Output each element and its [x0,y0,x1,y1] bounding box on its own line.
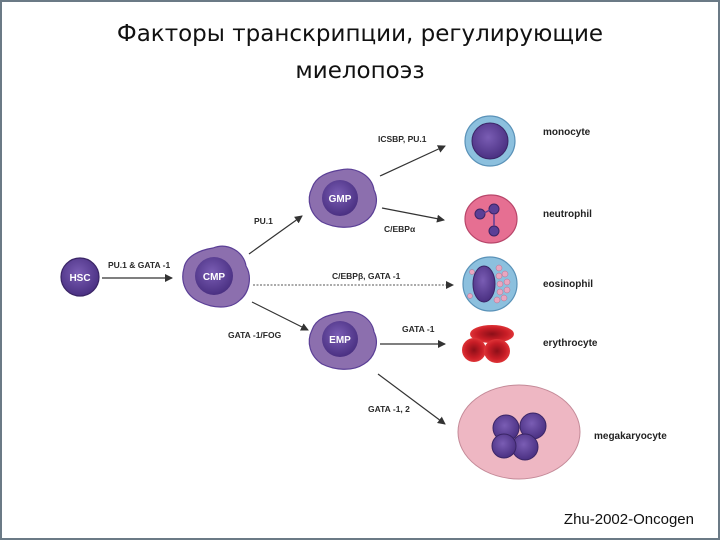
neutrophil-lobe [475,209,485,219]
gmp-label: GMP [329,194,352,205]
neutrophil-lobe [489,226,499,236]
factor-cmp-emp: GATA -1/FOG [228,330,282,340]
factor-cmp-gmp: PU.1 [254,216,273,226]
factor-labels: PU.1 & GATA -1 PU.1 GATA -1/FOG ICSBP, P… [108,134,435,414]
megakaryocyte-cell [458,385,580,479]
cmp-cell: CMP [183,246,250,307]
arrow-gmp-monocyte [380,146,445,176]
factor-gmp-monocyte: ICSBP, PU.1 [378,134,427,144]
neutrophil-cell [465,195,517,243]
megakaryocyte-nucleus [492,434,516,458]
cell-name-labels: monocyte neutrophil eosinophil erythrocy… [543,127,667,442]
eosinophil-nucleus [473,266,495,302]
factor-hsc-cmp: PU.1 & GATA -1 [108,260,170,270]
emp-label: EMP [329,335,351,346]
factor-gmp-neutrophil: C/EBPα [384,224,416,234]
arrow-gmp-neutrophil [382,208,444,220]
cmp-label: CMP [203,272,226,283]
factor-emp-erythrocyte: GATA -1 [402,324,435,334]
eosinophil-cell [463,257,517,311]
arrow-cmp-emp [252,302,308,330]
neutrophil-lobe [489,204,499,214]
arrow-emp-megakaryocyte [378,374,445,424]
gmp-cell: GMP [309,169,376,227]
megakaryocyte-body [458,385,580,479]
source-credit: Zhu-2002-Oncogen [564,511,694,528]
label-erythrocyte: erythrocyte [543,338,598,349]
factor-cmp-eosinophil: C/EBPβ, GATA -1 [332,271,401,281]
arrows [102,146,453,424]
hsc-cell: HSC [61,258,99,296]
hsc-label: HSC [69,273,90,284]
erythrocyte-disc [484,339,510,363]
monocyte-nucleus [472,123,508,159]
erythrocyte-disc [462,338,486,362]
neutrophil-body [465,195,517,243]
emp-cell: EMP [309,312,376,370]
label-megakaryocyte: megakaryocyte [594,431,667,442]
factor-emp-megakaryocyte: GATA -1, 2 [368,404,410,414]
label-eosinophil: eosinophil [543,279,593,290]
label-monocyte: monocyte [543,127,591,138]
erythrocyte-cells [462,325,514,363]
monocyte-cell [465,116,515,166]
label-neutrophil: neutrophil [543,209,592,220]
